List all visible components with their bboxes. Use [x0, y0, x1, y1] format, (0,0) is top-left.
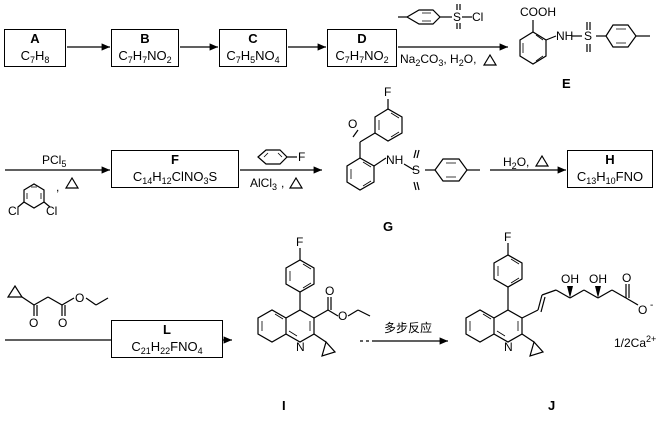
atom-o: O: [58, 316, 67, 330]
atom-o: O: [348, 117, 357, 131]
atom-s: S: [584, 29, 592, 43]
compound-formula: C7H7NO2: [118, 48, 172, 65]
compound-label-g: G: [383, 219, 394, 234]
condition-step4: Na2CO3, H2O,: [400, 52, 477, 68]
compound-e-structure: [519, 20, 650, 65]
compound-formula: C7H8: [20, 48, 50, 65]
keto-ester-structure: [6, 284, 109, 316]
compound-i-structure: [257, 248, 371, 357]
atom-oh: OH: [589, 272, 607, 286]
atom-o: O: [338, 309, 347, 323]
compound-label: D: [357, 31, 367, 46]
condition-step6: AlCl3: [250, 176, 278, 192]
condition-comma: ,: [281, 176, 285, 190]
atom-o: O: [75, 291, 84, 305]
atom-o: O: [325, 284, 334, 298]
compound-label: A: [30, 31, 40, 46]
compound-label-j: J: [548, 398, 556, 413]
heat-triangle-icon: [534, 154, 550, 167]
heat-triangle-icon: [64, 176, 80, 189]
atom-charge-minus: -: [650, 300, 653, 311]
compound-box-l: L C21H22FNO4: [111, 320, 223, 358]
atom-cooh: COOH: [520, 5, 556, 19]
atom-nh: NH: [556, 29, 573, 43]
compound-j-structure: [465, 243, 639, 357]
compound-formula: C14H12ClNO3S: [132, 169, 218, 186]
condition-step10: 多步反应: [384, 321, 433, 335]
compound-g-structure: [346, 99, 480, 191]
atom-f: F: [384, 85, 391, 99]
condition-step7-text: H2O,: [503, 155, 530, 171]
compound-formula: C7H5NO4: [226, 48, 280, 65]
compound-label: H: [605, 152, 615, 167]
heat-triangle-icon: [482, 53, 498, 66]
atom-s: S: [453, 10, 461, 24]
compound-box-d: D C7H7NO2: [327, 29, 397, 67]
compound-formula: C7H7NO2: [335, 48, 389, 65]
compound-box-a: A C7H8: [4, 29, 66, 67]
compound-label-i: I: [282, 398, 286, 413]
compound-box-h: H C13H10FNO: [567, 150, 653, 188]
atom-cl: Cl: [8, 204, 19, 218]
atom-nh: NH: [386, 153, 403, 167]
counterion: 1/2Ca2+: [614, 334, 657, 350]
condition-step7: H2O,: [503, 155, 529, 171]
compound-box-c: C C7H5NO4: [219, 29, 287, 67]
atom-oh: OH: [561, 272, 579, 286]
atom-s: S: [412, 163, 420, 177]
condition-step5: PCl5: [42, 153, 67, 169]
atom-f: F: [298, 150, 305, 164]
atom-o: O: [29, 316, 38, 330]
compound-formula: C21H22FNO4: [131, 339, 203, 356]
dichlorobenzene-structure: [17, 183, 51, 209]
atom-o: O: [638, 303, 647, 317]
atom-cl: Cl: [472, 10, 483, 24]
compound-label-e: E: [562, 76, 571, 91]
compound-box-b: B C7H7NO2: [111, 29, 179, 67]
compound-formula: C13H10FNO: [576, 169, 644, 186]
tosyl-chloride-structure: [398, 4, 472, 29]
atom-f: F: [296, 235, 303, 249]
compound-label: L: [163, 322, 171, 337]
compound-label: B: [140, 31, 150, 46]
compound-label: C: [248, 31, 258, 46]
heat-triangle-icon: [288, 176, 304, 189]
condition-comma: ,: [56, 180, 60, 194]
atom-cl: Cl: [46, 204, 57, 218]
compound-label: F: [171, 152, 179, 167]
fluorobenzene-structure: [257, 149, 297, 165]
atom-n: N: [296, 340, 305, 354]
atom-n: N: [504, 340, 513, 354]
compound-box-f: F C14H12ClNO3S: [111, 150, 239, 188]
atom-f: F: [504, 230, 511, 244]
atom-o: O: [622, 271, 631, 285]
